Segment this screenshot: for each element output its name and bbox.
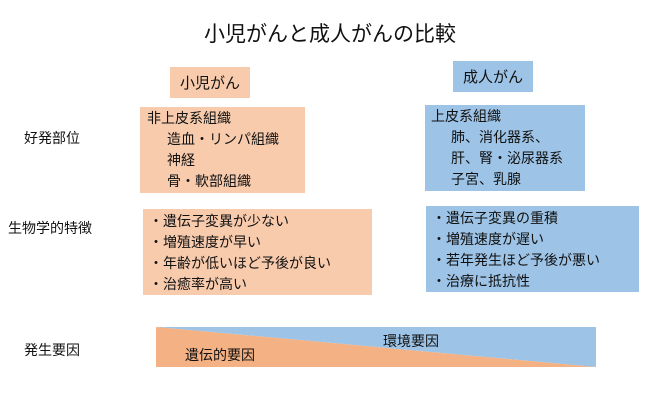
adult-column-header: 成人がん <box>453 61 534 92</box>
adult-bio-line: ・治療に抵抗性 <box>432 274 530 290</box>
adult-site-line: 肺、消化器系、 <box>451 130 549 146</box>
child-site-line: 骨・軟部組織 <box>167 174 251 190</box>
row-label-cause: 発生要因 <box>24 343 80 359</box>
adult-site-line: 子宮、乳腺 <box>451 172 521 188</box>
genetic-factor-triangle <box>156 327 596 367</box>
child-bio-box: ・遺伝子変異が少ない ・増殖速度が早い ・年齢が低いほど予後が良い ・治癒率が高… <box>143 209 372 295</box>
adult-bio-line: ・遺伝子変異の重積 <box>432 211 558 227</box>
row-label-bio: 生物学的特徴 <box>8 221 92 237</box>
child-site-line: 造血・リンパ組織 <box>167 132 279 148</box>
cause-comparison-graphic <box>156 327 596 367</box>
child-bio-line: ・遺伝子変異が少ない <box>149 214 289 230</box>
adult-bio-line: ・増殖速度が遅い <box>432 232 544 248</box>
child-bio-line: ・年齢が低いほど予後が良い <box>149 256 331 272</box>
adult-bio-line: ・若年発生ほど予後が悪い <box>432 253 600 269</box>
adult-site-line: 上皮系組織 <box>431 109 501 125</box>
adult-site-line: 肝、腎・泌尿器系 <box>451 151 563 167</box>
page-title: 小児がんと成人がんの比較 <box>204 22 456 46</box>
adult-site-box: 上皮系組織 肺、消化器系、 肝、腎・泌尿器系 子宮、乳腺 <box>425 105 585 191</box>
child-site-box: 非上皮系組織 造血・リンパ組織 神経 骨・軟部組織 <box>140 107 305 193</box>
child-site-line: 非上皮系組織 <box>147 111 231 127</box>
row-label-site: 好発部位 <box>24 131 80 147</box>
child-column-header: 小児がん <box>170 67 251 98</box>
child-bio-line: ・治癒率が高い <box>149 277 247 293</box>
child-site-line: 神経 <box>167 153 195 169</box>
genetic-factor-label: 遺伝的要因 <box>185 348 255 364</box>
child-bio-line: ・増殖速度が早い <box>149 235 261 251</box>
environmental-factor-label: 環境要因 <box>383 334 439 350</box>
adult-bio-box: ・遺伝子変異の重積 ・増殖速度が遅い ・若年発生ほど予後が悪い ・治療に抵抗性 <box>426 206 639 292</box>
